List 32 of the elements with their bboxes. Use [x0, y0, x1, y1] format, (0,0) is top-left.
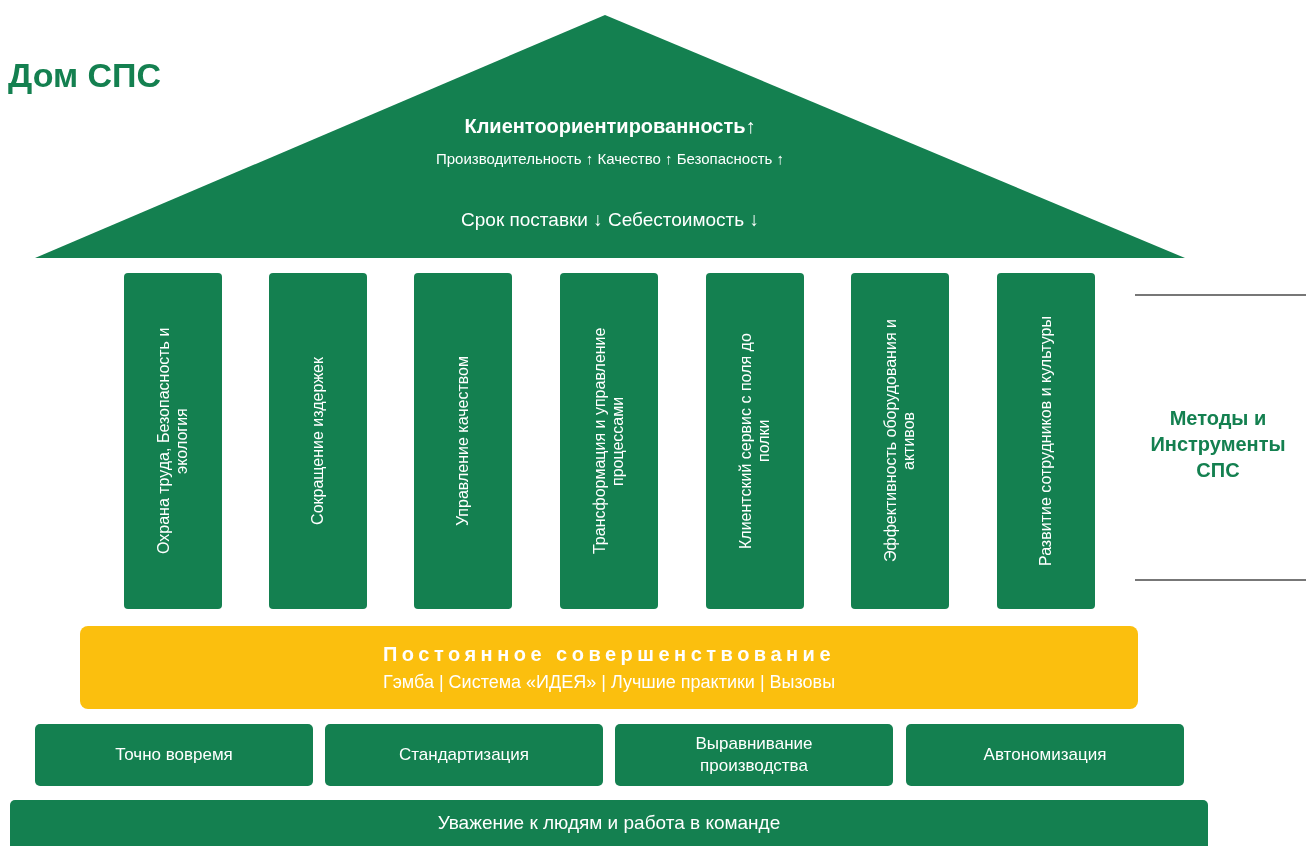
pillar — [414, 273, 512, 609]
pillar — [997, 273, 1095, 609]
pillar-label: Развитие сотрудников и культуры — [1037, 316, 1055, 566]
block-label: Выравнивание производства — [694, 732, 814, 777]
pillar-label: Эффективность оборудования и активов — [882, 318, 918, 565]
diagram-title: Дом СПС — [8, 56, 162, 95]
pillar-label: Трансформация и управление процессами — [591, 326, 627, 557]
pillar-label: Управление качеством — [454, 355, 472, 527]
foundation-block — [906, 724, 1184, 786]
band-heading: Постоянное совершенствование — [382, 642, 836, 666]
foundation-block — [325, 724, 603, 786]
foundation-block — [35, 724, 313, 786]
pillar — [269, 273, 367, 609]
pillar — [560, 273, 658, 609]
foundation-block — [615, 724, 893, 786]
pillar-label: Клиентский сервис с поля до полки — [737, 332, 773, 551]
band-subtitle: Гэмба | Система «ИДЕЯ» | Лучшие практики | Вызовы — [382, 671, 836, 693]
roof-text: Производительность ↑ Качество ↑ Безопасность ↑ — [435, 150, 784, 167]
pillar — [706, 273, 804, 609]
block-label: Автономизация — [983, 743, 1107, 766]
pillar-label: Сокращение издержек — [309, 357, 327, 525]
block-label: Точно вовремя — [115, 743, 233, 766]
pillar-label: Охрана труда, Безопасность и экология — [155, 326, 191, 557]
base-label: Уважение к людям и работа в команде — [437, 810, 781, 835]
improvement-band — [80, 626, 1138, 709]
base-block — [10, 800, 1208, 846]
pillar — [124, 273, 222, 609]
roof-text: Срок поставки ↓ Себестоимость ↓ — [461, 209, 759, 230]
roof-text: Клиентоориентированность↑ — [464, 115, 756, 137]
pillar — [851, 273, 949, 609]
side-label: Методы и Инструменты СПС — [1149, 406, 1287, 483]
block-label: Стандартизация — [398, 743, 530, 766]
